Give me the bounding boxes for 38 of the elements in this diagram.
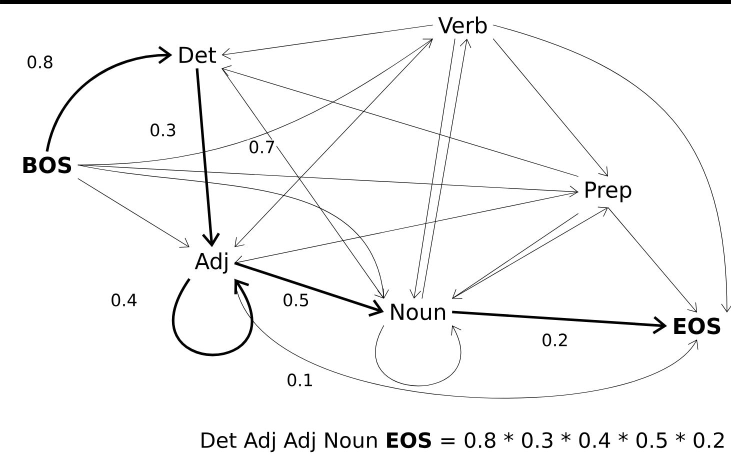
edge-label: 0.1 (285, 372, 315, 388)
arrow (78, 164, 389, 299)
arrow (234, 38, 434, 248)
arrow (422, 38, 472, 299)
arrow (452, 310, 668, 334)
arrow (222, 65, 579, 177)
arrow (410, 38, 456, 299)
arrow (222, 24, 434, 60)
arrow (172, 278, 254, 356)
state-label: Noun (391, 304, 446, 320)
arrow (492, 24, 731, 312)
state-label: Det (180, 46, 216, 64)
edge-label: 0.4 (110, 292, 139, 308)
arrow (221, 68, 384, 299)
arrow (452, 213, 579, 299)
edge-label: 0.2 (540, 332, 570, 348)
arrow (78, 164, 578, 198)
state-label: EOS (674, 318, 720, 334)
formula-text: Det Adj Adj Noun EOS = 0.8 * 0.3 * 0.4 * 0.5 * 0.2 (198, 430, 727, 454)
edge-label: 0.5 (281, 292, 311, 308)
arrow (78, 38, 433, 166)
state-label: Adj (194, 252, 228, 274)
arrow (78, 178, 190, 248)
arrow (196, 68, 220, 248)
arrow (46, 46, 172, 152)
arrow (234, 278, 698, 398)
edge-label: 0.8 (26, 54, 55, 70)
arrow (492, 38, 608, 176)
edge-label: 0.3 (148, 122, 178, 138)
edge-label: 0.7 (248, 140, 277, 154)
arrow (608, 207, 697, 312)
arrow (234, 192, 579, 267)
arrow (452, 206, 608, 299)
state-label: Prep (586, 182, 632, 202)
state-label: Verb (438, 16, 487, 34)
arrow (376, 325, 462, 386)
state-label: BOS (23, 156, 72, 174)
arrow (234, 262, 384, 317)
